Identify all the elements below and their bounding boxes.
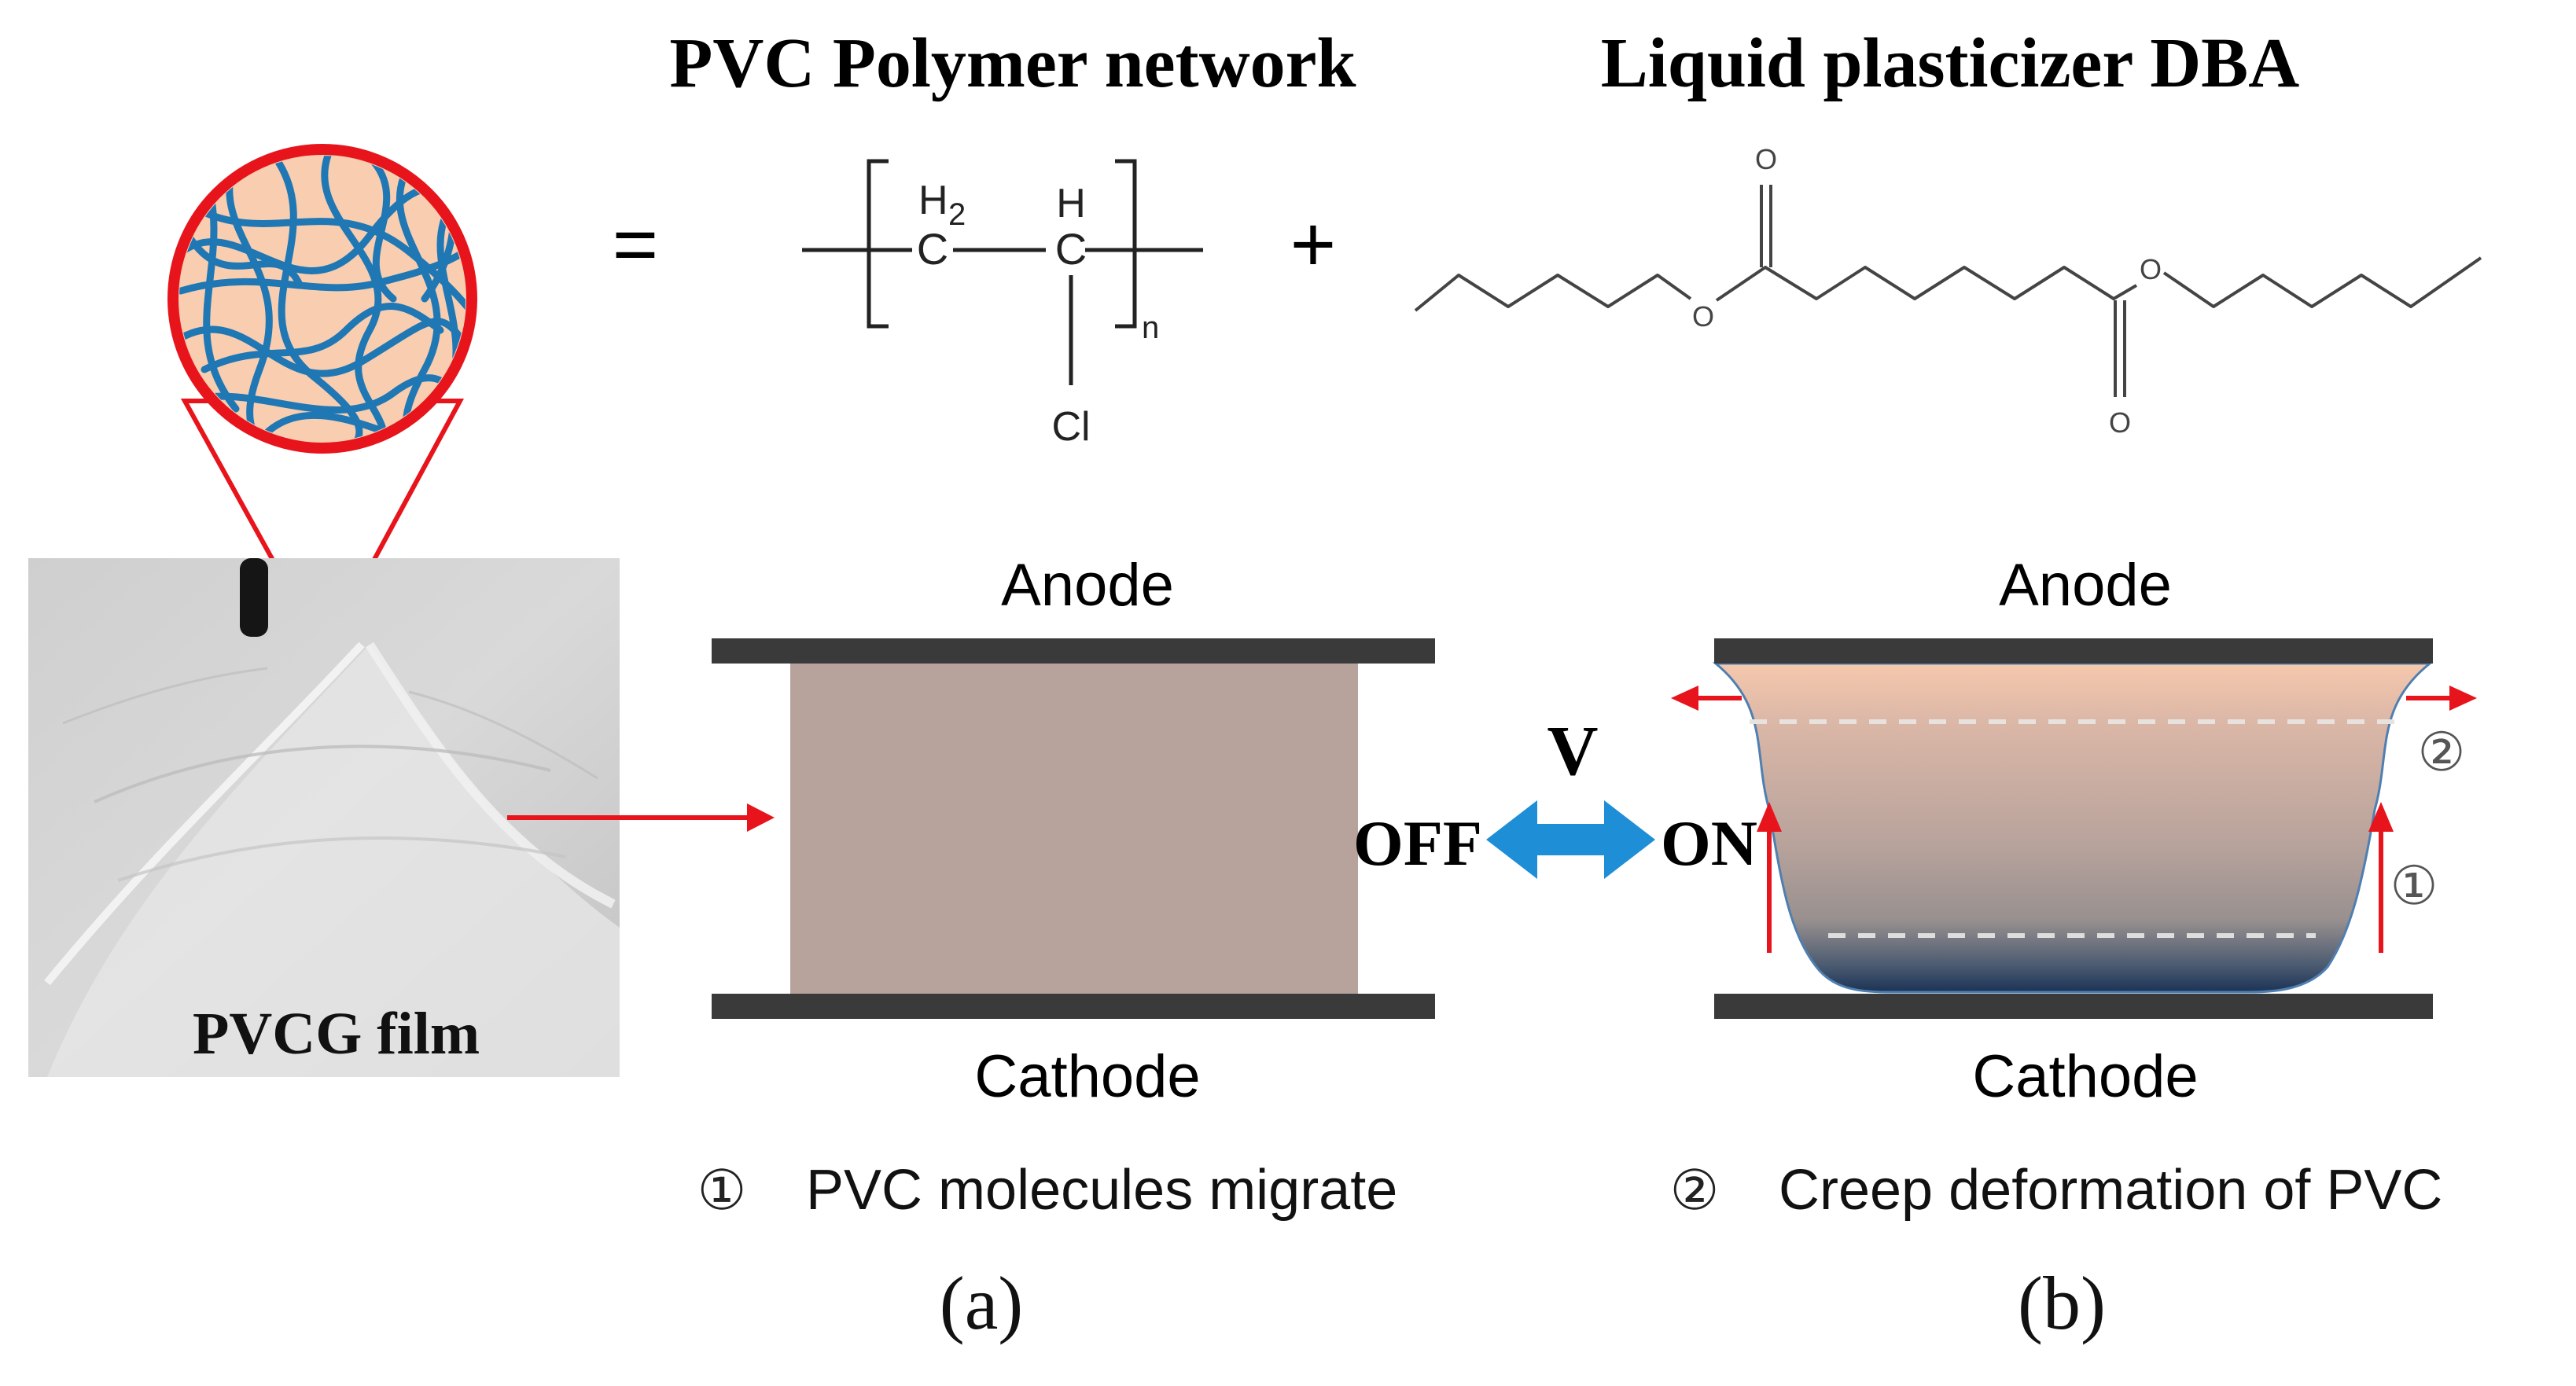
zoom-callout bbox=[167, 144, 477, 661]
dba-skeletal-structure bbox=[1414, 185, 2482, 397]
pvc-h-label: H bbox=[1056, 181, 1086, 226]
panel-b-deformed-gel bbox=[1712, 662, 2434, 994]
dba-oxygen-bottom: O bbox=[2109, 406, 2131, 439]
pvcg-film-label: PVCG film bbox=[193, 1001, 480, 1067]
pvc-carbon-2: C bbox=[1055, 224, 1087, 274]
off-label: OFF bbox=[1353, 807, 1482, 879]
panel-b: Anode Cathode ② ① bbox=[1671, 552, 2477, 1110]
voltage-switch: V OFF ON bbox=[1353, 712, 1757, 879]
panel-a-gel-block bbox=[790, 664, 1358, 994]
plasticizer-heading: Liquid plasticizer DBA bbox=[1601, 24, 2299, 102]
panel-b-mark-1: ① bbox=[2390, 856, 2438, 916]
panel-a-caption: (a) bbox=[940, 1261, 1024, 1345]
pvc-h2-subscript: 2 bbox=[948, 197, 966, 232]
dba-oxygen-right: O bbox=[2140, 253, 2162, 285]
pvc-network-heading: PVC Polymer network bbox=[669, 24, 1356, 102]
legend-text-2: Creep deformation of PVC bbox=[1779, 1159, 2442, 1222]
panel-b-caption: (b) bbox=[2018, 1261, 2106, 1345]
film-to-panel-arrow bbox=[507, 803, 775, 832]
pvc-carbon-1: C bbox=[917, 224, 948, 274]
panel-a-anode-plate bbox=[712, 638, 1435, 664]
dba-oxygen-left: O bbox=[1692, 300, 1714, 333]
plus-sign: + bbox=[1290, 200, 1336, 289]
equals-sign: = bbox=[613, 200, 658, 289]
legend-text-1: PVC molecules migrate bbox=[806, 1159, 1397, 1222]
panel-a-anode-label: Anode bbox=[1001, 552, 1174, 619]
panel-b-cathode-label: Cathode bbox=[1972, 1043, 2198, 1110]
migration-arrows bbox=[1757, 802, 2394, 953]
panel-a-cathode-label: Cathode bbox=[974, 1043, 1200, 1110]
panel-b-cathode-plate bbox=[1714, 994, 2433, 1019]
on-label: ON bbox=[1661, 807, 1757, 879]
panel-b-anode-plate bbox=[1714, 638, 2433, 664]
legend: ① PVC molecules migrate ② Creep deformat… bbox=[697, 1159, 2443, 1222]
panel-a-cathode-plate bbox=[712, 994, 1435, 1019]
voltage-label: V bbox=[1547, 712, 1599, 790]
creep-arrows bbox=[1671, 686, 2477, 711]
pvc-h2-label: H bbox=[918, 178, 948, 223]
pvc-repeat-unit bbox=[802, 159, 1203, 385]
double-arrow-icon bbox=[1486, 800, 1655, 879]
pvc-chlorine-label: Cl bbox=[1051, 404, 1090, 450]
legend-mark-1: ① bbox=[697, 1160, 747, 1221]
panel-a: Anode Cathode bbox=[712, 552, 1435, 1110]
dba-oxygen-top: O bbox=[1755, 143, 1777, 175]
panel-b-mark-2: ② bbox=[2418, 722, 2466, 782]
legend-mark-2: ② bbox=[1670, 1160, 1720, 1221]
panel-b-anode-label: Anode bbox=[1999, 552, 2172, 619]
pvc-repeat-n: n bbox=[1142, 311, 1159, 345]
